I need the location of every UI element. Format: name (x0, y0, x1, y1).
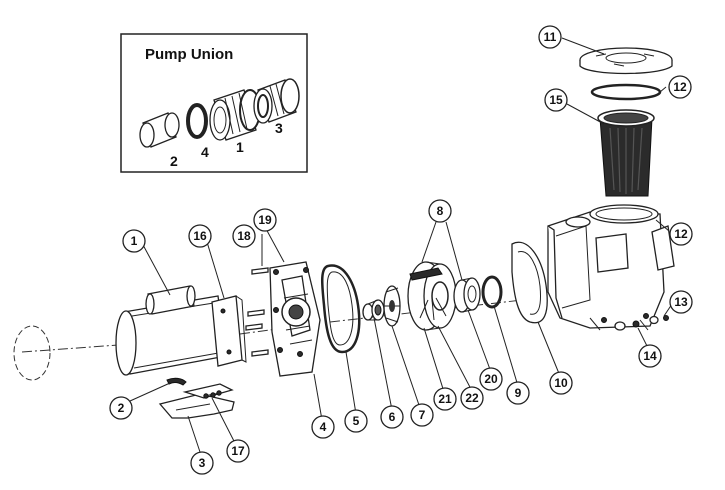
callout-18: 18 (232, 224, 256, 248)
diffuser-o-ring (481, 275, 503, 309)
svg-text:6: 6 (389, 410, 396, 424)
svg-text:12: 12 (673, 80, 687, 94)
inset-label-3: 3 (275, 120, 283, 136)
union-tailpiece (139, 112, 180, 148)
diffuser (407, 261, 457, 331)
housing-gasket (511, 241, 548, 324)
callout-19: 19 (253, 208, 277, 232)
callout-11: 11 (538, 25, 562, 49)
impeller (383, 285, 401, 327)
svg-text:1: 1 (131, 234, 138, 248)
svg-text:13: 13 (674, 295, 688, 309)
callout-9: 9 (506, 381, 530, 405)
callout-16: 16 (188, 224, 212, 248)
svg-text:5: 5 (353, 414, 360, 428)
svg-text:7: 7 (419, 408, 426, 422)
svg-text:9: 9 (515, 386, 522, 400)
callout-8: 8 (428, 199, 452, 223)
union-o-ring (186, 103, 208, 139)
callout-13: 13 (669, 290, 693, 314)
inset-label-1: 1 (236, 139, 244, 155)
callout-22: 22 (460, 386, 484, 410)
callout-15: 15 (544, 88, 568, 112)
callout-3: 3 (190, 451, 214, 475)
callout-6: 6 (380, 405, 404, 429)
union-nut (209, 89, 261, 141)
motor-foot-bracket (158, 383, 235, 419)
svg-text:11: 11 (544, 30, 557, 44)
svg-text:20: 20 (484, 372, 498, 386)
svg-text:19: 19 (258, 213, 272, 227)
svg-text:12: 12 (674, 227, 688, 241)
union-adapter (253, 78, 300, 124)
svg-text:21: 21 (438, 392, 452, 406)
pump-housing (547, 204, 675, 331)
svg-text:18: 18 (237, 229, 251, 243)
callout-12-top: 12 (668, 75, 692, 99)
motor-shim (166, 377, 187, 386)
pump-union-inset: Pump Union 2 4 1 3 (120, 33, 308, 173)
callout-4: 4 (311, 415, 335, 439)
svg-text:16: 16 (193, 229, 207, 243)
svg-text:22: 22 (465, 391, 479, 405)
svg-text:15: 15 (549, 93, 563, 107)
diffuser-ring (453, 277, 481, 313)
drain-plugs (614, 315, 669, 331)
svg-text:3: 3 (199, 456, 206, 470)
callout-14: 14 (638, 344, 662, 368)
motor (115, 285, 247, 376)
callout-7: 7 (410, 403, 434, 427)
bracket-screws (203, 390, 222, 399)
callout-12-housing: 12 (669, 222, 693, 246)
callout-2: 2 (109, 396, 133, 420)
strainer-lid (579, 47, 673, 75)
strainer-basket (597, 109, 655, 197)
callout-17: 17 (226, 439, 250, 463)
svg-text:14: 14 (643, 349, 657, 363)
callout-5: 5 (344, 409, 368, 433)
inset-title: Pump Union (145, 46, 233, 63)
seal-plate-bolts (245, 267, 269, 357)
shaft-seal (362, 299, 385, 321)
callout-21: 21 (433, 387, 457, 411)
motor-end-ghost (13, 325, 51, 381)
seal-plate (269, 261, 321, 377)
callout-1: 1 (122, 229, 146, 253)
svg-text:8: 8 (437, 204, 444, 218)
svg-text:10: 10 (554, 376, 568, 390)
inset-label-2: 2 (170, 153, 178, 169)
callout-20: 20 (479, 367, 503, 391)
svg-text:4: 4 (320, 420, 327, 434)
inset-label-4: 4 (201, 144, 209, 160)
lid-o-ring (590, 83, 662, 101)
callout-10: 10 (549, 371, 573, 395)
svg-text:17: 17 (231, 444, 245, 458)
svg-text:2: 2 (118, 401, 125, 415)
seal-plate-gasket (321, 264, 361, 354)
